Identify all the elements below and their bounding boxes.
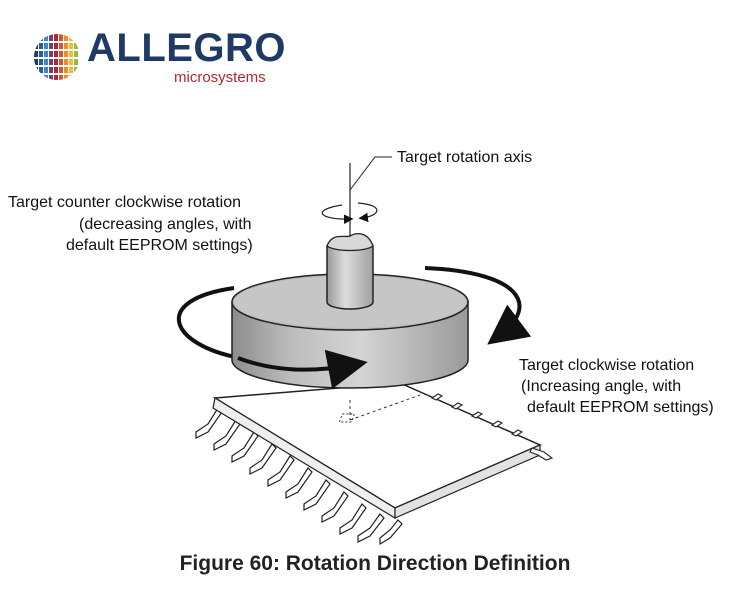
axis-leader-line [349,156,392,191]
label-ccw-line3: default EEPROM settings) [66,237,253,254]
ccw-arrow-front [237,349,368,390]
figure-caption: Figure 60: Rotation Direction Definition [179,552,571,575]
label-ccw-line2: (decreasing angles, with [79,216,252,233]
label-ccw-line1: Target counter clockwise rotation [8,194,241,211]
label-cw-line3: default EEPROM settings) [527,399,714,416]
label-cw-line1: Target clockwise rotation [519,357,695,374]
axis-rotation-icon [321,204,354,224]
allegro-logo: ALLEGRO microsystems [32,28,286,90]
ccw-arrow [176,286,241,360]
label-cw-line2: (Increasing angle, with [521,378,682,395]
label-rotation-axis: Target rotation axis [397,149,533,166]
logo-subtitle: microsystems [174,69,266,86]
logo-wordmark: ALLEGRO [87,26,287,70]
allegro-logo-mark-icon [34,34,80,80]
shaft [326,233,374,310]
ic-package [195,382,554,546]
cw-arrow [424,266,532,345]
